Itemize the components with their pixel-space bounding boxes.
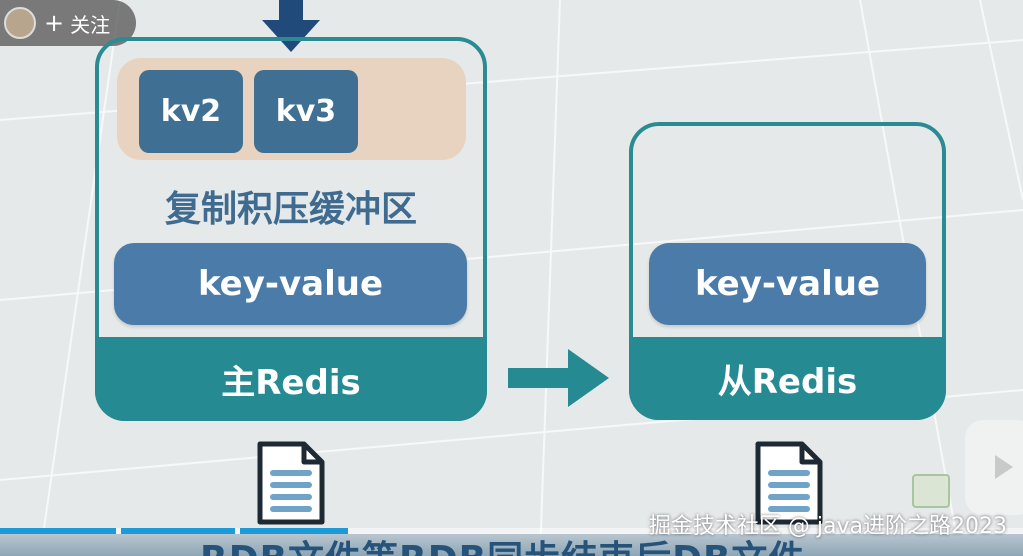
buffer-item-kv2: kv2: [139, 70, 243, 153]
tv-icon[interactable]: [965, 420, 1023, 515]
progress-segment: [240, 528, 348, 534]
avatar: [4, 7, 36, 39]
video-progress-bar[interactable]: [0, 528, 1023, 534]
master-key-value: key-value: [114, 243, 467, 325]
progress-segment: [0, 528, 116, 534]
slave-redis-label: 从Redis: [629, 337, 946, 420]
caption-text: RDB文件等RDB同步结束后DB文件: [200, 534, 805, 556]
play-icon: [995, 455, 1013, 479]
watermark: 掘金技术社区 @ java进阶之路2023: [648, 514, 1007, 539]
progress-segment: [121, 528, 235, 534]
right-arrow-icon: [508, 349, 609, 407]
comment-icon[interactable]: [912, 474, 950, 508]
buffer-item-kv3: kv3: [254, 70, 358, 153]
follow-label: 关注: [70, 12, 111, 37]
master-redis-label: 主Redis: [95, 337, 487, 421]
master-file-icon: [257, 441, 325, 525]
slave-key-value: key-value: [649, 243, 926, 325]
slave-file-icon: [755, 441, 823, 525]
down-arrow-icon: [262, 0, 320, 52]
caption-strip: RDB文件等RDB同步结束后DB文件: [0, 534, 1023, 556]
plus-icon: +: [44, 9, 65, 37]
buffer-label: 复制积压缓冲区: [164, 189, 417, 230]
